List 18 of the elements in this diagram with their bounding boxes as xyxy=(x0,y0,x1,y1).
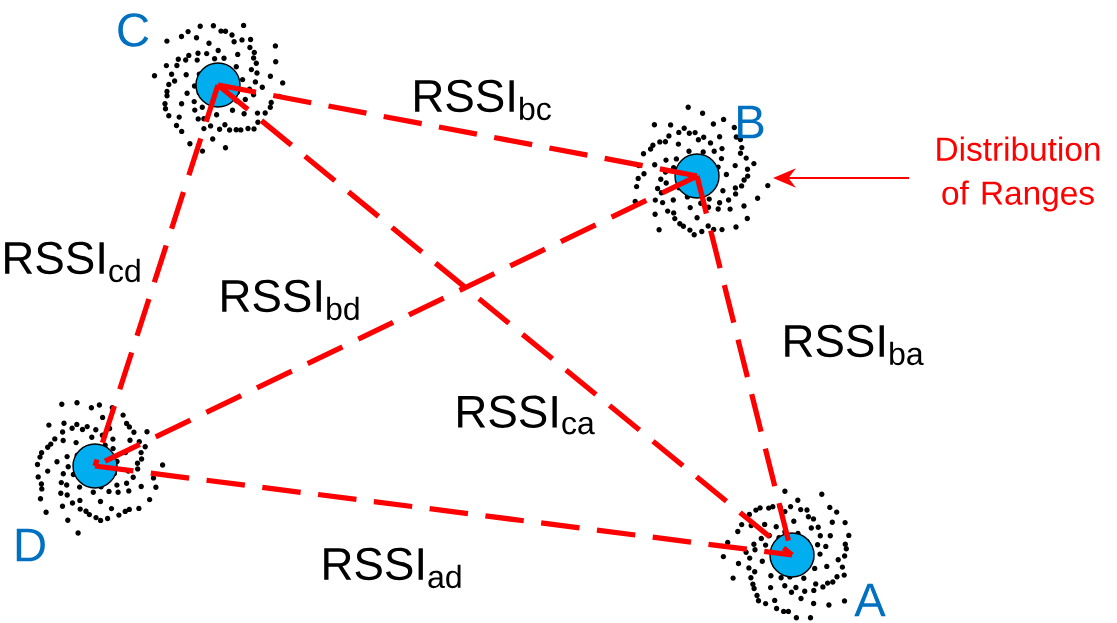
dashed-line xyxy=(92,84,221,467)
edge-label: RSSI$_{ad}$ xyxy=(324,547,461,589)
site-circle xyxy=(195,62,241,108)
site-letter: C xyxy=(118,13,149,47)
annotation-text: Distribution of Ranges xyxy=(937,136,1100,212)
site-letter: B xyxy=(738,105,764,139)
edge-label: RSSI$_{bc}$ xyxy=(415,79,551,121)
site-circle xyxy=(674,153,720,199)
edge-label: RSSI$_{ca}$ xyxy=(458,395,595,435)
edge-label: RSSI$_{cd}$ xyxy=(5,241,140,283)
site-letter: A xyxy=(854,583,886,617)
site-circle xyxy=(72,443,118,489)
site-letter: D xyxy=(16,528,45,562)
dashed-line xyxy=(217,82,698,179)
edge-label: RSSI$_{ba}$ xyxy=(785,324,924,366)
dashed-line xyxy=(94,463,793,558)
edge-label: RSSI$_{bd}$ xyxy=(222,279,359,321)
site-circle xyxy=(769,532,815,578)
